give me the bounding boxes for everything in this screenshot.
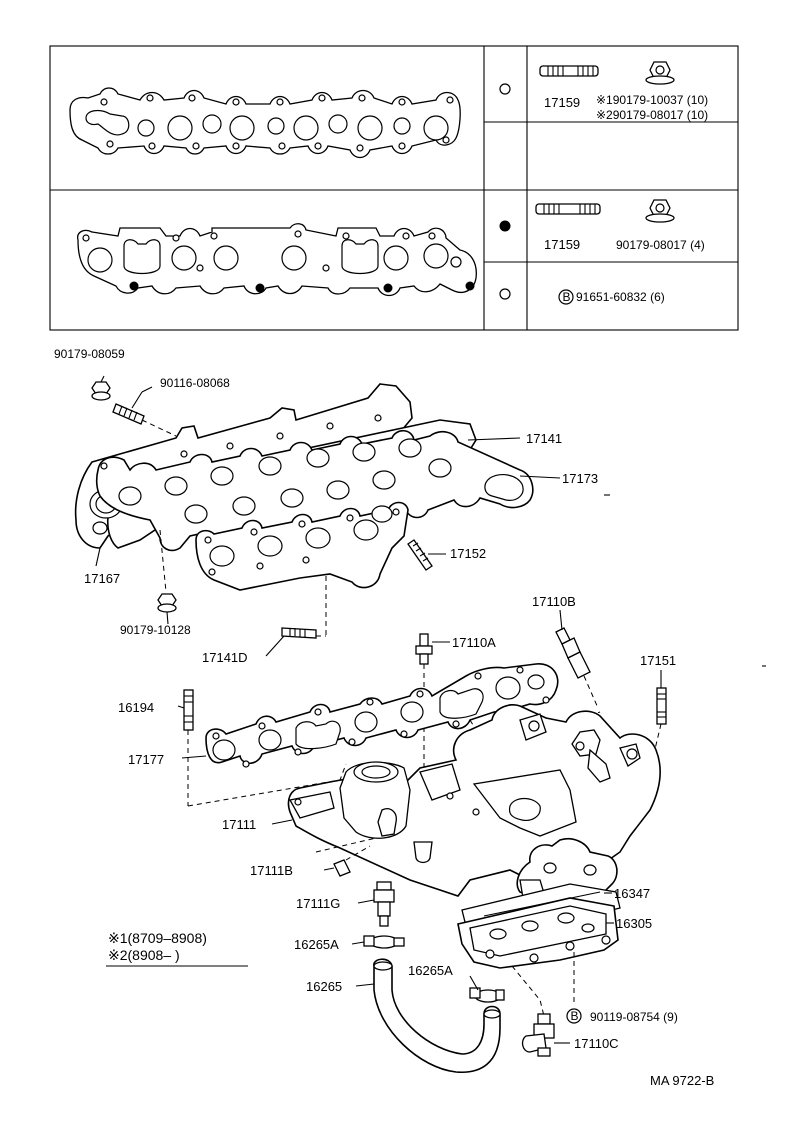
intake-gasket-drawing: [77, 223, 477, 297]
exhaust-gasket-drawing: [69, 87, 461, 159]
top-stud: [112, 403, 145, 425]
label-stud-17151: 17151: [640, 653, 676, 668]
stud-icon: [539, 65, 599, 77]
footer-code: MA 9722-B: [650, 1073, 714, 1088]
leader-lines: [95, 375, 662, 1044]
hose-16265: [373, 958, 501, 1074]
open-circle-marker-row4: [499, 288, 511, 300]
b-badge-bottom-icon: [566, 1008, 582, 1024]
table-row3-nut: 90179-08017 (4): [616, 238, 705, 252]
filled-circle-marker-row3: [499, 220, 511, 232]
label-clamp-16265a-lower: 16265A: [408, 963, 453, 978]
label-union-17110b: 17110B: [532, 594, 576, 609]
label-heat-insulator: 17167: [84, 571, 120, 586]
top-nut: [91, 381, 111, 401]
stud-17152: [407, 539, 433, 571]
label-exhaust-manifold: 17141: [526, 431, 562, 446]
clamp-16265a-lower: [469, 987, 505, 1003]
b-badge-icon: [558, 289, 574, 305]
table-row4-badge: B: [563, 290, 571, 304]
intake-manifold: [287, 704, 662, 905]
label-union-17110c: 17110C: [574, 1036, 619, 1051]
flange-nut-icon: [645, 199, 675, 223]
label-hose-16265: 16265: [306, 979, 342, 994]
label-intake-manifold: 17111: [222, 817, 256, 832]
union-17111g: [373, 881, 395, 927]
label-cover-16305: 16305: [616, 916, 652, 931]
open-circle-marker-row1: [499, 83, 511, 95]
label-union-17110a: 17110A: [452, 635, 496, 650]
label-gasket-16347: 16347: [614, 886, 650, 901]
table-row1-nut-1: ※190179-10037 (10): [596, 93, 708, 107]
label-nut-top: 90179-08059: [54, 347, 125, 361]
union-17110c: [521, 1013, 555, 1057]
label-exhaust-gasket: 17173: [562, 471, 598, 486]
flange-nut-icon: [645, 61, 675, 85]
union-17110a: [415, 633, 433, 665]
label-clamp-16265a-upper: 16265A: [294, 937, 339, 952]
label-nut-bottom: 90179-10128: [120, 623, 191, 637]
plug-17111b: [333, 859, 351, 877]
stud-17141d: [281, 627, 317, 639]
clamp-16265a-upper: [363, 935, 405, 949]
label-plug-17111b: 17111B: [250, 863, 293, 878]
intake-gasket: [205, 663, 559, 768]
legend-line-1: ※1(8709–8908): [108, 930, 207, 946]
legend-line-2: ※2(8908– ): [108, 947, 180, 963]
label-stud-16194: 16194: [118, 700, 154, 715]
label-stud-17152: 17152: [450, 546, 486, 561]
stud-17151: [656, 687, 667, 725]
label-intake-gasket: 17177: [128, 752, 164, 767]
label-bolt-bottom: 90119-08754 (9): [590, 1010, 678, 1024]
stud-16194: [183, 689, 194, 731]
throttle-gasket-and-cover: [457, 883, 621, 969]
bottom-nut: [157, 593, 177, 613]
bottom-badge-text: B: [571, 1009, 579, 1023]
table-row3-stud: 17159: [544, 237, 580, 252]
label-stud-17141d: 17141D: [202, 650, 248, 665]
exhaust-manifold: [74, 383, 534, 591]
table-row4-bolt: 91651-60832 (6): [576, 290, 665, 304]
label-stud-top: 90116-08068: [160, 376, 230, 390]
gasket-table: [49, 45, 739, 331]
union-17110b: [555, 627, 591, 679]
stud-icon: [535, 203, 601, 215]
table-row1-stud: 17159: [544, 95, 580, 110]
label-union-17111g: 17111G: [296, 896, 340, 911]
table-row1-nut-2: ※290179-08017 (10): [596, 108, 708, 122]
